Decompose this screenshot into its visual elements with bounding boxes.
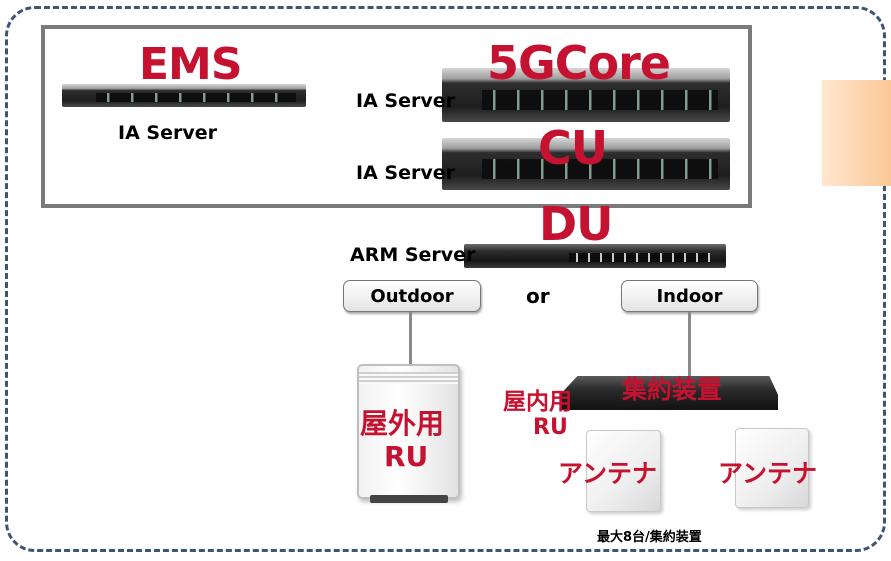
system-boundary-frame: [5, 6, 886, 552]
antenna-label-2: アンテナ: [718, 459, 818, 488]
du-server-image: [464, 244, 726, 268]
ems-server-image: [62, 84, 306, 107]
or-label: or: [526, 284, 550, 308]
aggregator-unit-image: [560, 376, 778, 410]
outdoor-connector-line: [409, 312, 412, 364]
max-units-note: 最大8台/集約装置: [597, 530, 702, 545]
indoor-ru-label-line2: RU: [533, 415, 568, 440]
du-label: DU: [539, 197, 614, 251]
side-accent-panel: [822, 80, 891, 186]
cu-label: CU: [538, 121, 608, 175]
core-server-image: [442, 68, 730, 122]
outdoor-ru-feet: [370, 495, 448, 503]
antenna-unit-2: [735, 428, 809, 508]
outdoor-ru-label-line1: 屋外用: [360, 407, 445, 440]
indoor-ru-label-line1: 屋内用: [503, 389, 572, 415]
ems-label: EMS: [139, 39, 243, 90]
cu-server-image: [442, 138, 730, 190]
indoor-connector-line: [688, 312, 691, 376]
core-label: 5GCore: [487, 36, 671, 90]
outdoor-option-box: Outdoor: [343, 280, 481, 312]
cu-server-label: IA Server: [356, 162, 455, 184]
indoor-option-box: Indoor: [621, 280, 758, 312]
outdoor-ru-label-line2: RU: [384, 440, 429, 473]
antenna-unit-1: [586, 430, 661, 512]
aggregator-label: 集約装置: [622, 375, 723, 404]
outdoor-ru-unit: [357, 364, 460, 499]
antenna-label-1: アンテナ: [558, 459, 658, 488]
du-server-label: ARM Server: [350, 244, 476, 266]
ems-server-label: IA Server: [118, 122, 217, 144]
core-server-label: IA Server: [356, 90, 455, 112]
